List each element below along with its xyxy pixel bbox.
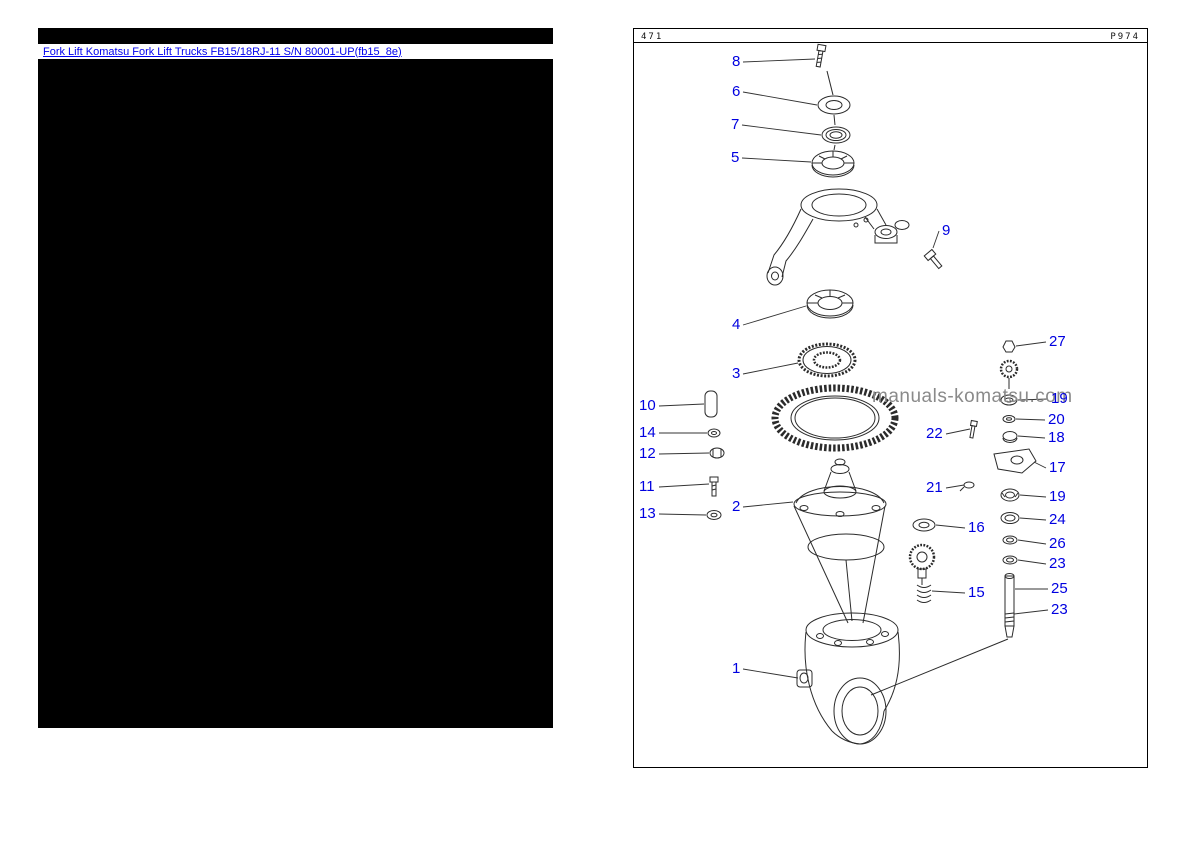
- part-pinion-small: [999, 359, 1019, 389]
- callout-23: 23: [1049, 555, 1066, 572]
- part-9-bolt: [923, 248, 943, 270]
- part-ring-gear: [771, 384, 899, 452]
- callout-7: 7: [731, 116, 740, 133]
- assembly-lines: [793, 505, 1009, 696]
- manual-title-link[interactable]: Fork Lift Komatsu Fork Lift Trucks FB15/…: [43, 45, 402, 58]
- part-2-cover: [793, 458, 887, 517]
- part-10-pin: [704, 390, 718, 418]
- part-13-washer: [706, 510, 722, 520]
- callout-25: 25: [1051, 580, 1068, 597]
- part-12-nut: [709, 447, 725, 459]
- callout-23: 23: [1051, 601, 1068, 618]
- part-18-cup: [1002, 431, 1018, 443]
- part-23-washer-upper: [1002, 555, 1018, 565]
- breadcrumb-strip: Fork Lift Komatsu Fork Lift Trucks FB15/…: [38, 44, 553, 59]
- callout-27: 27: [1049, 333, 1066, 350]
- callout-17: 17: [1049, 459, 1066, 476]
- callout-1: 1: [732, 660, 741, 677]
- part-19-bearing: [1000, 488, 1020, 502]
- axis-lines: [826, 70, 836, 151]
- callout-3: 3: [732, 365, 741, 382]
- part-25-shaft: [1004, 573, 1015, 638]
- part-6-washer: [817, 95, 851, 115]
- part-11-bolt: [709, 476, 719, 497]
- watermark: manuals-komatsu.com: [872, 386, 1073, 407]
- part-24-race: [1000, 512, 1020, 524]
- part-15-spring: [916, 584, 932, 603]
- leader-lines: [658, 58, 1049, 679]
- left-black-panel: Fork Lift Komatsu Fork Lift Trucks FB15/…: [38, 28, 553, 728]
- part-26-washer: [1002, 535, 1018, 545]
- page-number-left: 471: [641, 32, 664, 42]
- part-1-housing: [796, 612, 900, 745]
- callout-21: 21: [926, 479, 943, 496]
- part-5-bearing: [811, 150, 855, 178]
- part-7-seal: [821, 126, 851, 144]
- callout-4: 4: [732, 316, 741, 333]
- callout-22: 22: [926, 425, 943, 442]
- callout-15: 15: [968, 584, 985, 601]
- callout-11: 11: [639, 478, 655, 495]
- callout-19: 19: [1051, 390, 1068, 407]
- callout-5: 5: [731, 149, 740, 166]
- callout-8: 8: [732, 53, 741, 70]
- callout-2: 2: [732, 498, 741, 515]
- callout-26: 26: [1049, 535, 1066, 552]
- page-number-right: P974: [1110, 32, 1140, 42]
- callout-19: 19: [1049, 488, 1066, 505]
- header-rule: [634, 42, 1147, 43]
- callout-18: 18: [1048, 429, 1065, 446]
- part-17-bracket: [993, 448, 1037, 474]
- part-16-washer: [912, 518, 936, 532]
- part-22-bolt: [969, 419, 978, 439]
- part-14-nut: [707, 428, 721, 438]
- callout-13: 13: [639, 505, 656, 522]
- parts-diagram-page: 471 P974: [633, 28, 1148, 768]
- part-19-washer-top: [1000, 394, 1018, 406]
- callout-6: 6: [732, 83, 741, 100]
- part-4-bearing: [806, 289, 854, 319]
- part-8-bolt: [815, 43, 827, 68]
- callout-9: 9: [942, 222, 951, 239]
- callout-14: 14: [639, 424, 656, 441]
- exploded-diagram: [658, 43, 1049, 745]
- callout-10: 10: [639, 397, 656, 414]
- callout-24: 24: [1049, 511, 1066, 528]
- callout-16: 16: [968, 519, 985, 536]
- callout-20: 20: [1048, 411, 1065, 428]
- part-support-bracket: [766, 188, 910, 286]
- callout-12: 12: [639, 445, 656, 462]
- part-20-washer: [1002, 415, 1016, 423]
- part-27-nut: [1002, 340, 1016, 353]
- part-3-gear: [797, 342, 857, 378]
